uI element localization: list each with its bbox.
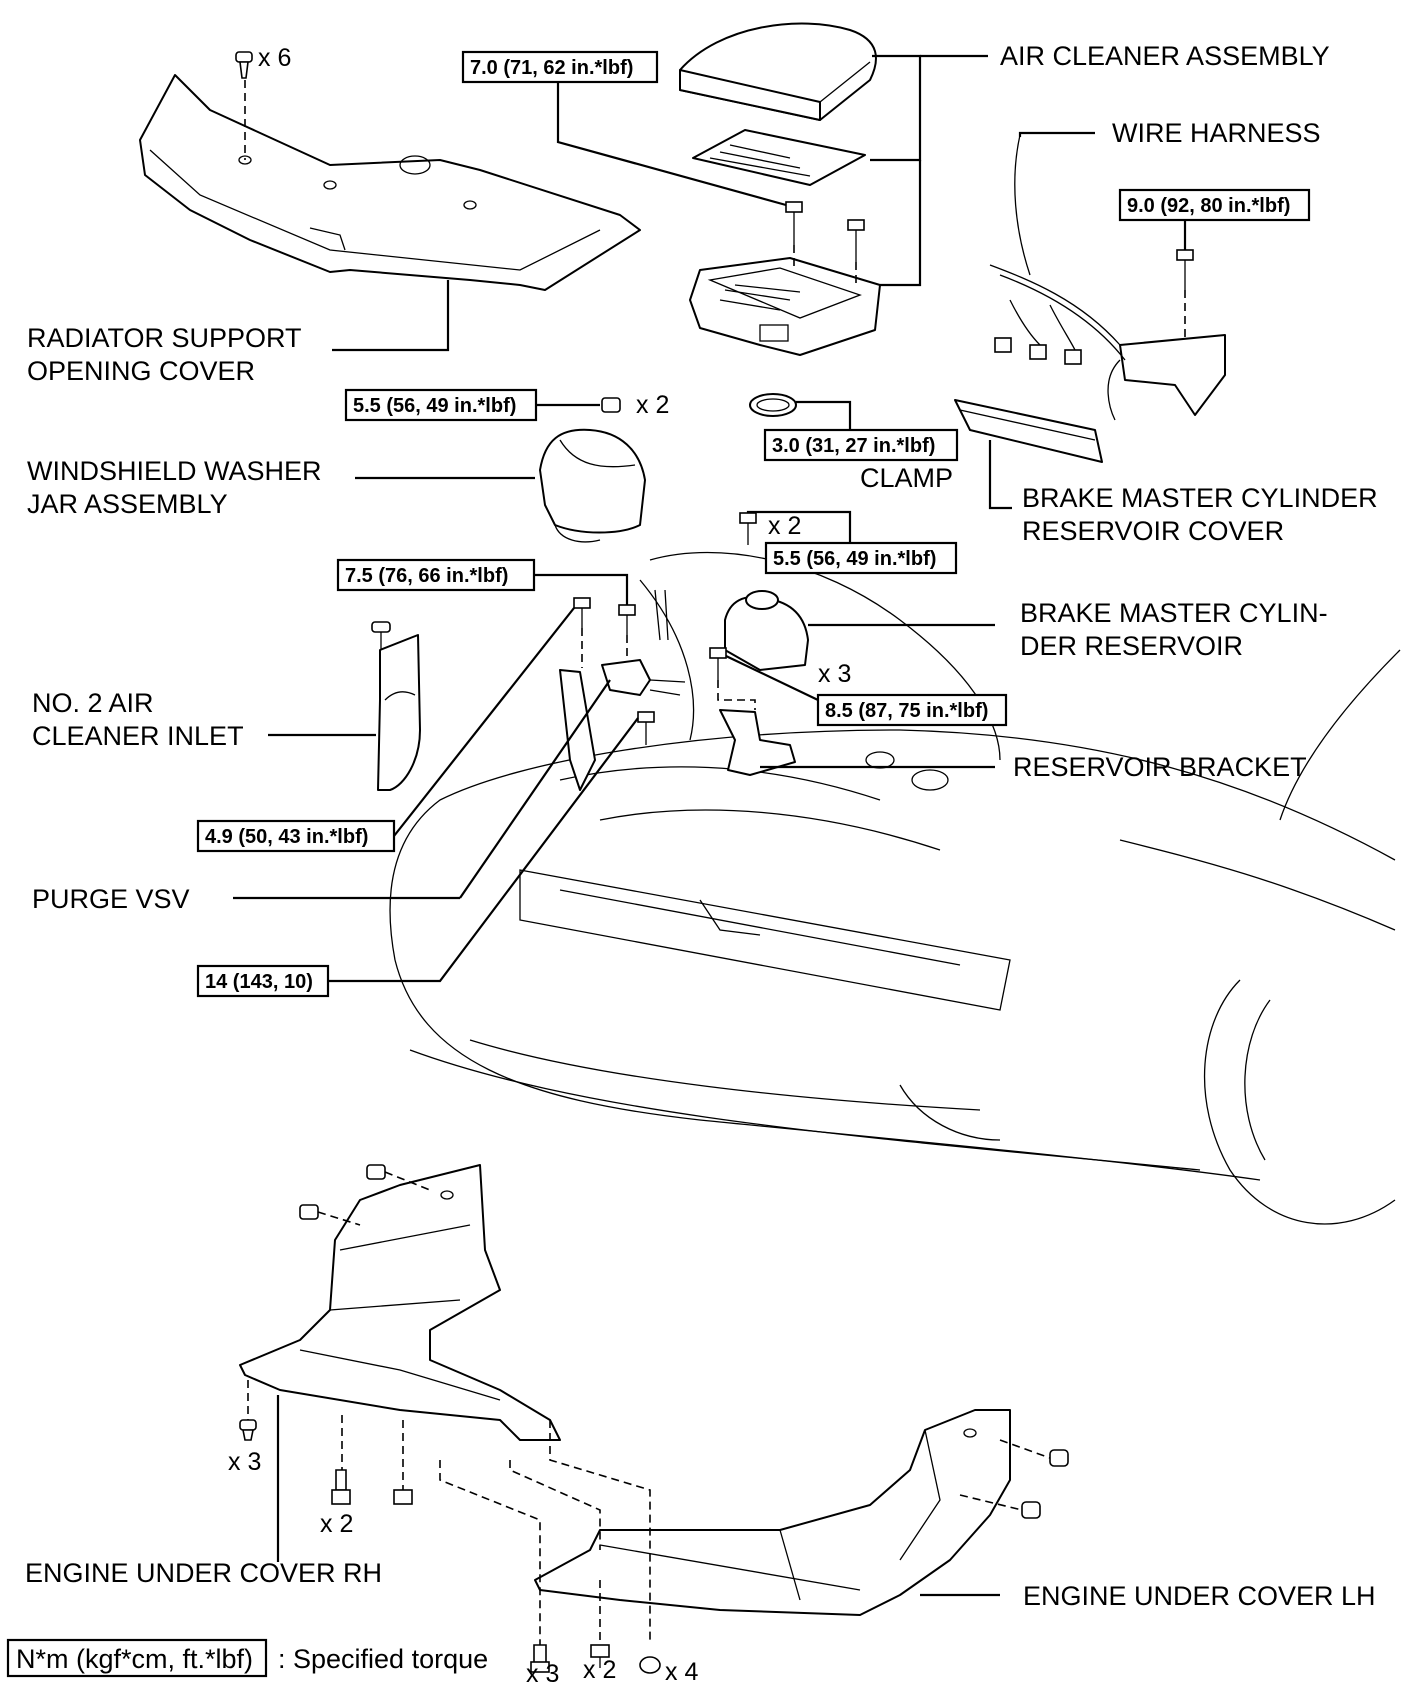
torque-vsv: 7.5 (76, 66 in.*lbf) — [345, 565, 508, 587]
torque-box-brake-reservoir — [764, 541, 958, 575]
qty-lh-screws: x 3 — [526, 1660, 559, 1682]
label-clamp: CLAMP — [860, 463, 953, 493]
torque-clamp: 3.0 (31, 27 in.*lbf) — [772, 435, 935, 457]
engine-under-cover-rh-part — [239, 1164, 561, 1441]
wire-harness-bolt-icon — [1176, 249, 1194, 290]
torque-box-clamp — [763, 428, 959, 462]
lh-cover-lower-bolt-icon — [530, 1644, 661, 1674]
label-purge-vsv: PURGE VSV — [32, 884, 190, 914]
legend-torque-box — [6, 1638, 268, 1678]
torque-box-vsv — [336, 558, 536, 592]
label-washer-jar-1: WINDSHIELD WASHER — [27, 456, 322, 486]
air-cleaner-bolt-icon — [785, 201, 865, 262]
label-brake-cover-2: RESERVOIR COVER — [1022, 516, 1284, 546]
label-air-cleaner-assembly: AIR CLEANER ASSEMBLY — [1000, 41, 1330, 71]
reservoir-bracket-bolt-icon — [709, 647, 727, 680]
engine-under-cover-lh-part — [534, 1409, 1011, 1616]
brake-reservoir-cover-part — [954, 399, 1103, 463]
label-radiator-support-1: RADIATOR SUPPORT — [27, 323, 302, 353]
qty-radiator-clips: x 6 — [258, 44, 291, 72]
no2-air-cleaner-inlet-part — [377, 634, 421, 791]
legend-box-text: N*m (kgf*cm, ft.*lbf) — [16, 1644, 253, 1674]
radiator-cover-clip-icon — [235, 51, 253, 79]
torque-inlet: 4.9 (50, 43 in.*lbf) — [205, 826, 368, 848]
torque-wire-harness: 9.0 (92, 80 in.*lbf) — [1127, 195, 1290, 217]
torque-box-air-cleaner — [461, 50, 659, 84]
torque-box-14 — [196, 964, 330, 998]
legend-description: : Specified torque — [278, 1644, 488, 1674]
reservoir-bracket-part — [719, 709, 796, 776]
brake-reservoir-bolt-icon — [739, 512, 757, 545]
brake-reservoir-part — [724, 590, 809, 671]
torque-brake-reservoir: 5.5 (56, 49 in.*lbf) — [773, 548, 936, 570]
qty-lh-bolts: x 2 — [583, 1656, 616, 1682]
vehicle-front-outline — [389, 551, 1401, 1225]
wire-harness-part — [989, 134, 1226, 421]
torque-box-wire-harness — [1118, 188, 1311, 222]
torque-bracket: 8.5 (87, 75 in.*lbf) — [825, 700, 988, 722]
radiator-support-opening-cover — [139, 74, 641, 291]
label-air-inlet-2: CLEANER INLET — [32, 721, 244, 751]
qty-reservoir-bolts: x 2 — [768, 512, 801, 540]
washer-jar-nut-icon — [601, 397, 621, 413]
qty-rh-clips: x 3 — [228, 1448, 261, 1476]
washer-jar-part — [539, 428, 646, 543]
label-radiator-support-2: OPENING COVER — [27, 356, 255, 386]
clamp-part — [749, 393, 797, 417]
air-filter-element — [692, 129, 866, 186]
rh-cover-lower-clip-icon — [239, 1419, 413, 1505]
air-cleaner-lid — [679, 22, 877, 121]
qty-rh-screws: x 2 — [320, 1510, 353, 1538]
torque-box-inlet — [196, 819, 396, 853]
qty-lh-clips: x 4 — [665, 1658, 698, 1682]
purge-vsv-part — [559, 589, 686, 791]
label-brake-cover-1: BRAKE MASTER CYLINDER — [1022, 483, 1378, 513]
vsv-bolt-icon — [573, 597, 655, 745]
torque-box-bracket — [816, 693, 1008, 727]
qty-washer-nuts: x 2 — [636, 391, 669, 419]
label-reservoir-bracket: RESERVOIR BRACKET — [1013, 752, 1307, 782]
torque-air-cleaner: 7.0 (71, 62 in.*lbf) — [470, 57, 633, 79]
label-brake-reservoir-1: BRAKE MASTER CYLIN- — [1020, 598, 1328, 628]
label-engine-under-cover-lh: ENGINE UNDER COVER LH — [1023, 1581, 1376, 1611]
lh-cover-clip-icon — [1021, 1449, 1069, 1519]
torque-14: 14 (143, 10) — [205, 971, 313, 993]
label-washer-jar-2: JAR ASSEMBLY — [27, 489, 228, 519]
label-wire-harness: WIRE HARNESS — [1112, 118, 1321, 148]
air-cleaner-case — [689, 257, 881, 356]
label-air-inlet-1: NO. 2 AIR — [32, 688, 154, 718]
label-brake-reservoir-2: DER RESERVOIR — [1020, 631, 1243, 661]
torque-box-washer-jar — [344, 388, 538, 422]
qty-bracket-bolts: x 3 — [818, 660, 851, 688]
label-engine-under-cover-rh: ENGINE UNDER COVER RH — [25, 1558, 382, 1588]
torque-washer-jar: 5.5 (56, 49 in.*lbf) — [353, 395, 516, 417]
inlet-bolt-icon — [371, 621, 391, 660]
